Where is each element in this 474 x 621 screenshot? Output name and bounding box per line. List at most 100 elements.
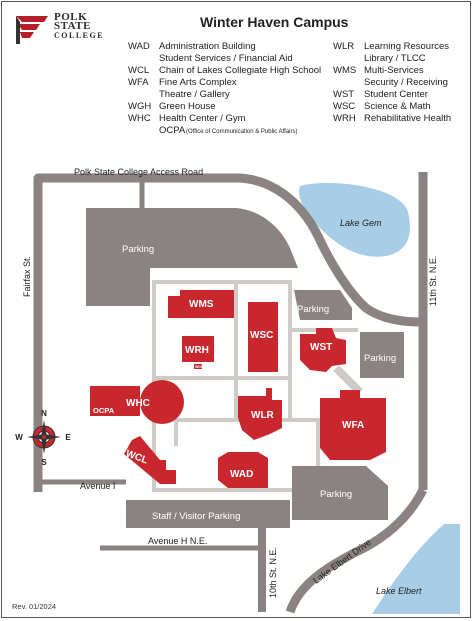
lake-gem [299, 183, 410, 257]
label-eleventh: 11th St. N.E. [428, 256, 438, 306]
label-wgh: WGH [195, 365, 204, 369]
legend-name: Security / Receiving [364, 77, 448, 88]
legend-name: Chain of Lakes Collegiate High School [159, 65, 322, 76]
legend-code: WCL [128, 65, 150, 76]
label-wfa: WFA [342, 420, 364, 431]
legend-code: WRH [333, 113, 356, 124]
legend-row: Student Services / Financial Aid [128, 53, 328, 65]
legend-code: WLR [333, 41, 355, 52]
legend-code: WMS [333, 65, 357, 76]
legend-row: Library / TLCC [333, 53, 473, 65]
label-lake-gem: Lake Gem [340, 218, 382, 228]
legend-name: Science & Math [364, 101, 431, 112]
legend-row: Security / Receiving [333, 77, 473, 89]
label-fairfax: Fairfax St. [22, 256, 32, 297]
label-wms: WMS [189, 299, 214, 310]
label-ocpa: OCPA [93, 406, 115, 415]
legend-name: Library / TLCC [364, 53, 426, 64]
compass-e: E [65, 433, 71, 442]
building-wsc [248, 302, 278, 372]
legend-name: Green House [159, 101, 216, 112]
label-access-road: Polk State College Access Road [74, 167, 203, 177]
label-tenth: 10th St. N.E. [268, 547, 278, 598]
legend-note: (Office of Communication & Public Affair… [186, 129, 298, 135]
compass-rose-icon [27, 420, 61, 454]
label-wsc: WSC [250, 330, 273, 341]
road-network [33, 172, 428, 614]
label-parking-main: Parking [122, 244, 154, 255]
lake-elbert [372, 524, 460, 614]
buildings [90, 290, 386, 488]
walkway-south [152, 420, 292, 492]
legend-name: Learning Resources [364, 41, 450, 52]
building-wcl [124, 436, 176, 484]
label-wst: WST [310, 342, 332, 353]
label-avenue-i: Avenue I [80, 481, 115, 491]
parking-staff [126, 500, 290, 528]
legend-code: OCPA [159, 125, 186, 136]
legend-name: Administration Building [159, 41, 256, 52]
legend-code: WFA [128, 77, 149, 88]
legend-code: WHC [128, 113, 151, 124]
building-wfa [320, 390, 386, 460]
label-parking-north: Parking [297, 304, 329, 315]
building-wst [300, 328, 346, 372]
parking-lots [86, 208, 404, 528]
legend-name: Rehabilitative Health [364, 113, 452, 124]
legend-code: WAD [128, 41, 150, 52]
legend-row: WCL Chain of Lakes Collegiate High School [128, 65, 328, 77]
lake-elbert-drive-road [285, 487, 427, 614]
legend-row-ocpa: OCPA(Office of Communication & Public Af… [128, 125, 328, 137]
walkway-wfa [290, 418, 320, 466]
parking-north [294, 290, 352, 320]
legend-row: WRH Rehabilitative Health [333, 113, 473, 125]
parking-main [86, 208, 298, 306]
compass-s: S [41, 458, 47, 467]
legend-row: WST Student Center [333, 89, 473, 101]
compass-labels: N S E W [15, 409, 71, 467]
legend-name: Health Center / Gym [159, 113, 246, 124]
label-parking-south: Parking [320, 489, 352, 500]
logo-mark-icon [16, 16, 48, 44]
building-wrh [182, 336, 214, 362]
label-lake-elbert: Lake Elbert [376, 586, 422, 596]
walkway-diag [333, 365, 363, 395]
logo-line-1: POLK [54, 11, 88, 23]
legend-name: Multi-Services [364, 65, 424, 76]
compass-w: W [15, 433, 23, 442]
label-wad: WAD [230, 469, 253, 480]
legend-name: Fine Arts Complex [159, 77, 237, 88]
legend-code: WGH [128, 101, 152, 112]
legend-row: WHC Health Center / Gym [128, 113, 328, 125]
label-lake-elbert-drive: Lake Elbert Drive [311, 537, 373, 586]
legend-row: WAD Administration Building [128, 41, 328, 53]
compass-n: N [41, 409, 47, 418]
legend-name: Theatre / Gallery [159, 89, 230, 100]
legend-name: Student Center [364, 89, 428, 100]
building-wgh [194, 364, 202, 369]
building-whc-dome [140, 380, 184, 424]
walkways [152, 280, 363, 492]
logo-wordmark: POLK STATE COLLEGE [54, 11, 105, 41]
legend-left: WAD Administration Building Student Servi… [128, 41, 328, 137]
parking-south [292, 466, 388, 520]
label-whc: WHC [126, 398, 150, 409]
legend-code: WST [333, 89, 355, 100]
revision-note: Rev. 01/2024 [12, 602, 57, 611]
label-parking-staff: Staff / Visitor Parking [152, 511, 240, 522]
parking-east [360, 332, 404, 378]
logo-line-3: COLLEGE [54, 31, 105, 40]
building-wad [218, 452, 268, 488]
label-avenue-h: Avenue H N.E. [148, 536, 207, 546]
building-whc-ocpa [90, 386, 140, 416]
campus-title: Winter Haven Campus [200, 14, 349, 30]
legend-row: WLR Learning Resources [333, 41, 473, 53]
legend-row: Theatre / Gallery [128, 89, 328, 101]
legend-row: WFA Fine Arts Complex [128, 77, 328, 89]
label-wrh: WRH [185, 345, 209, 356]
label-wlr: WLR [251, 410, 275, 421]
legend-row: WGH Green House [128, 101, 328, 113]
label-parking-east: Parking [364, 353, 396, 364]
